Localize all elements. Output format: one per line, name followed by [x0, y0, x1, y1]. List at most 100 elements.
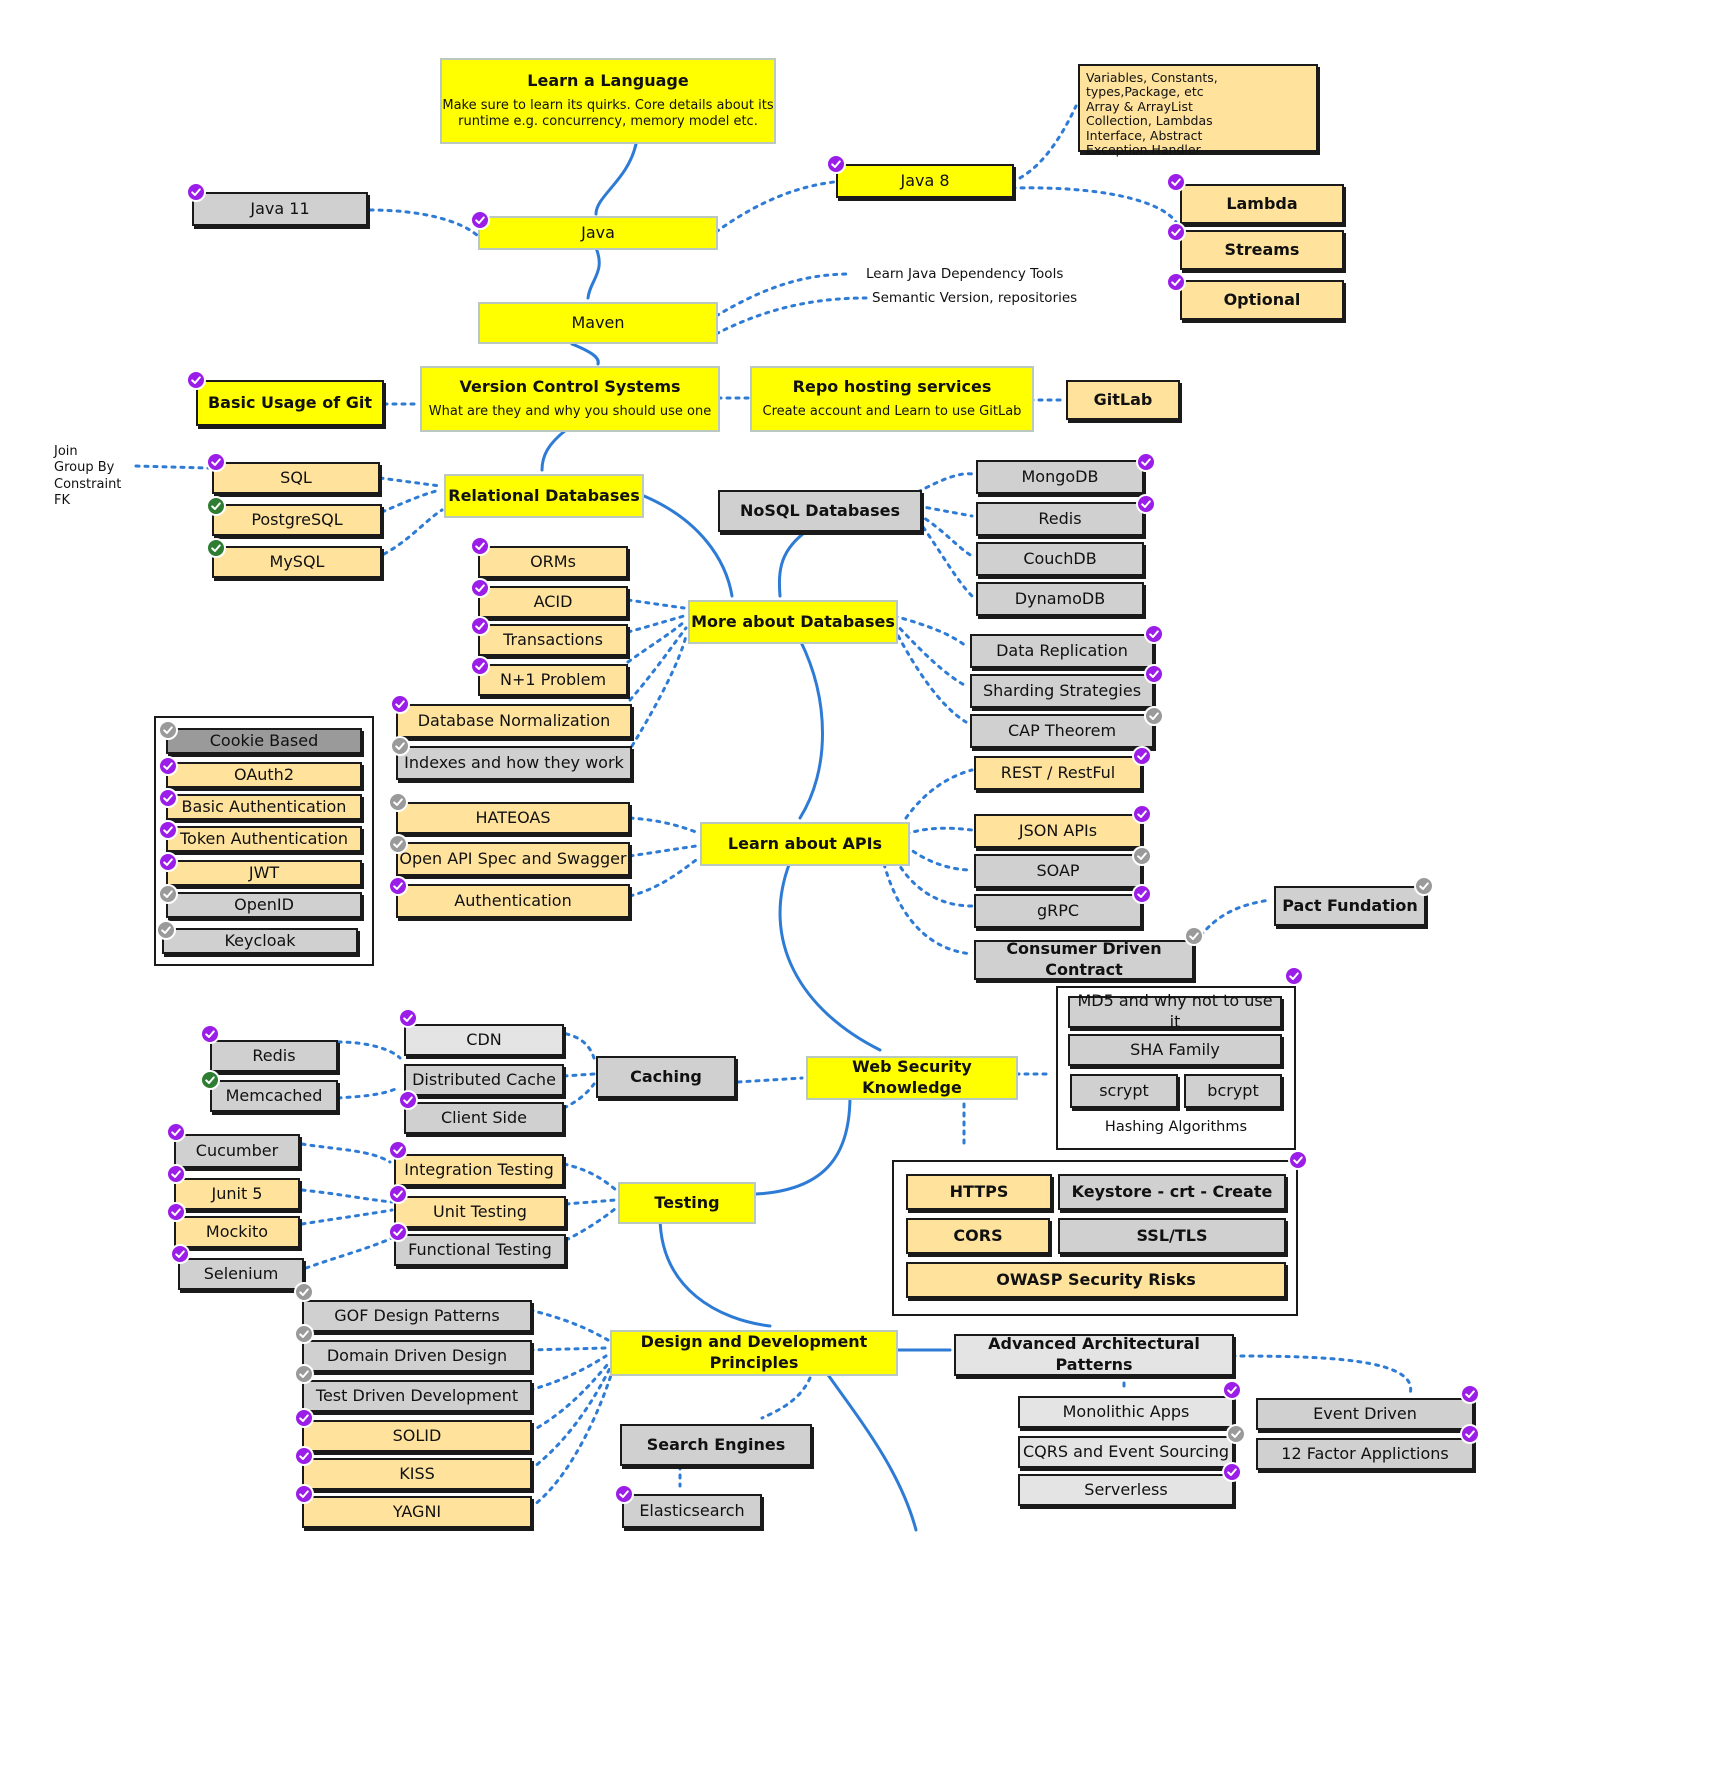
twelve-factor-label: 12 Factor Applictions: [1281, 1443, 1449, 1463]
rest-node[interactable]: REST / RestFul: [974, 756, 1142, 790]
bcrypt-node[interactable]: bcrypt: [1184, 1074, 1282, 1108]
nosql-db-node[interactable]: NoSQL Databases: [718, 490, 922, 532]
pact-node[interactable]: Pact Fundation: [1274, 886, 1426, 926]
java11-node[interactable]: Java 11: [192, 192, 368, 226]
n-plus-one-node[interactable]: N+1 Problem: [478, 664, 628, 696]
yagni-node[interactable]: YAGNI: [302, 1496, 532, 1528]
branch-line: [300, 1208, 394, 1226]
design-principles-node[interactable]: Design and Development Principles: [610, 1330, 898, 1376]
transactions-node[interactable]: Transactions: [478, 624, 628, 656]
keycloak-node[interactable]: Keycloak: [162, 928, 358, 954]
functional-testing-node[interactable]: Functional Testing: [394, 1234, 566, 1266]
cdc-node[interactable]: Consumer Driven Contract: [974, 939, 1194, 980]
jwt-node[interactable]: JWT: [166, 860, 362, 886]
redis-nosql-node[interactable]: Redis: [976, 502, 1144, 536]
data-replication-node[interactable]: Data Replication: [970, 634, 1154, 668]
ddd-node[interactable]: Domain Driven Design: [302, 1340, 532, 1372]
sha-node[interactable]: SHA Family: [1068, 1034, 1282, 1066]
branch-line: [564, 1198, 618, 1206]
keystore-node[interactable]: Keystore - crt - Create: [1058, 1174, 1286, 1210]
mongodb-node[interactable]: MongoDB: [976, 460, 1144, 494]
sharding-node[interactable]: Sharding Strategies: [970, 674, 1154, 708]
indexes-node[interactable]: Indexes and how they work: [396, 746, 632, 780]
vcs-subtitle: What are they and why you should use one: [428, 403, 712, 419]
monolithic-node[interactable]: Monolithic Apps: [1018, 1396, 1234, 1428]
testing-node[interactable]: Testing: [618, 1182, 756, 1224]
tdd-label: Test Driven Development: [315, 1385, 519, 1405]
hateoas-node[interactable]: HATEOAS: [396, 802, 630, 834]
branch-line: [528, 1366, 612, 1472]
redis-cache-node[interactable]: Redis: [210, 1040, 338, 1072]
sql-node[interactable]: SQL: [212, 462, 380, 494]
streams-node[interactable]: Streams: [1180, 230, 1344, 270]
web-security-node[interactable]: Web Security Knowledge: [806, 1056, 1018, 1100]
cqrs-node[interactable]: CQRS and Event Sourcing: [1018, 1436, 1234, 1468]
postgresql-node[interactable]: PostgreSQL: [212, 504, 382, 536]
soap-node[interactable]: SOAP: [974, 854, 1142, 888]
unit-testing-node[interactable]: Unit Testing: [394, 1196, 566, 1228]
json-apis-node[interactable]: JSON APIs: [974, 814, 1142, 848]
gof-node[interactable]: GOF Design Patterns: [302, 1300, 532, 1332]
relational-db-node[interactable]: Relational Databases: [444, 474, 644, 518]
learn-apis-node[interactable]: Learn about APIs: [700, 822, 910, 866]
md5-node[interactable]: MD5 and why not to use it: [1068, 991, 1282, 1031]
java8-node[interactable]: Java 8: [836, 164, 1014, 198]
acid-node[interactable]: ACID: [478, 586, 628, 618]
authentication-node[interactable]: Authentication: [396, 884, 630, 918]
status-check-icon: [200, 1024, 220, 1044]
couchdb-node[interactable]: CouchDB: [976, 542, 1144, 576]
lambda-node[interactable]: Lambda: [1180, 184, 1344, 224]
orms-node[interactable]: ORMs: [478, 546, 628, 578]
basic-auth-node[interactable]: Basic Authentication: [166, 794, 362, 820]
junit5-node[interactable]: Junit 5: [174, 1178, 300, 1210]
memcached-node[interactable]: Memcached: [210, 1080, 338, 1112]
status-check-icon: [388, 1222, 408, 1242]
vcs-node[interactable]: Version Control Systems What are they an…: [420, 366, 720, 432]
serverless-node[interactable]: Serverless: [1018, 1474, 1234, 1506]
trunk-line: [798, 638, 824, 820]
mockito-node[interactable]: Mockito: [174, 1216, 300, 1248]
db-normalization-node[interactable]: Database Normalization: [396, 704, 632, 738]
caching-node[interactable]: Caching: [596, 1056, 736, 1098]
openapi-node[interactable]: Open API Spec and Swagger: [396, 842, 630, 876]
adv-arch-node[interactable]: Advanced Architectural Patterns: [954, 1334, 1234, 1376]
maven-node[interactable]: Maven: [478, 302, 718, 344]
tdd-node[interactable]: Test Driven Development: [302, 1380, 532, 1412]
learn-language-node[interactable]: Learn a Language Make sure to learn its …: [440, 58, 776, 144]
status-check-icon: [1166, 222, 1186, 242]
cdn-node[interactable]: CDN: [404, 1024, 564, 1056]
ssl-tls-node[interactable]: SSL/TLS: [1058, 1218, 1286, 1254]
selenium-node[interactable]: Selenium: [178, 1258, 304, 1290]
kiss-label: KISS: [399, 1463, 435, 1483]
https-node[interactable]: HTTPS: [906, 1174, 1052, 1210]
openid-node[interactable]: OpenID: [166, 892, 362, 918]
event-driven-node[interactable]: Event Driven: [1256, 1398, 1474, 1430]
repo-hosting-node[interactable]: Repo hosting services Create account and…: [750, 366, 1034, 432]
client-side-node[interactable]: Client Side: [404, 1102, 564, 1134]
cucumber-node[interactable]: Cucumber: [174, 1134, 300, 1168]
solid-node[interactable]: SOLID: [302, 1420, 532, 1452]
more-db-node[interactable]: More about Databases: [688, 600, 898, 644]
cors-node[interactable]: CORS: [906, 1218, 1050, 1254]
elasticsearch-node[interactable]: Elasticsearch: [622, 1494, 762, 1528]
optional-node[interactable]: Optional: [1180, 280, 1344, 320]
ddd-label: Domain Driven Design: [326, 1345, 508, 1365]
mysql-node[interactable]: MySQL: [212, 546, 382, 578]
branch-line: [564, 1206, 618, 1242]
java-node[interactable]: Java: [478, 216, 718, 250]
cookie-based-node[interactable]: Cookie Based: [166, 728, 362, 754]
owasp-node[interactable]: OWASP Security Risks: [906, 1262, 1286, 1298]
dynamodb-node[interactable]: DynamoDB: [976, 582, 1144, 616]
integration-testing-node[interactable]: Integration Testing: [394, 1154, 564, 1186]
token-auth-node[interactable]: Token Authentication: [166, 826, 362, 852]
twelve-factor-node[interactable]: 12 Factor Applictions: [1256, 1438, 1474, 1470]
oauth2-node[interactable]: OAuth2: [166, 762, 362, 788]
grpc-node[interactable]: gRPC: [974, 894, 1142, 928]
scrypt-node[interactable]: scrypt: [1070, 1074, 1178, 1108]
cap-node[interactable]: CAP Theorem: [970, 714, 1154, 748]
distributed-cache-node[interactable]: Distributed Cache: [404, 1064, 564, 1096]
gitlab-node[interactable]: GitLab: [1066, 380, 1180, 420]
basic-git-node[interactable]: Basic Usage of Git: [196, 380, 384, 426]
kiss-node[interactable]: KISS: [302, 1458, 532, 1490]
search-engines-node[interactable]: Search Engines: [620, 1424, 812, 1466]
